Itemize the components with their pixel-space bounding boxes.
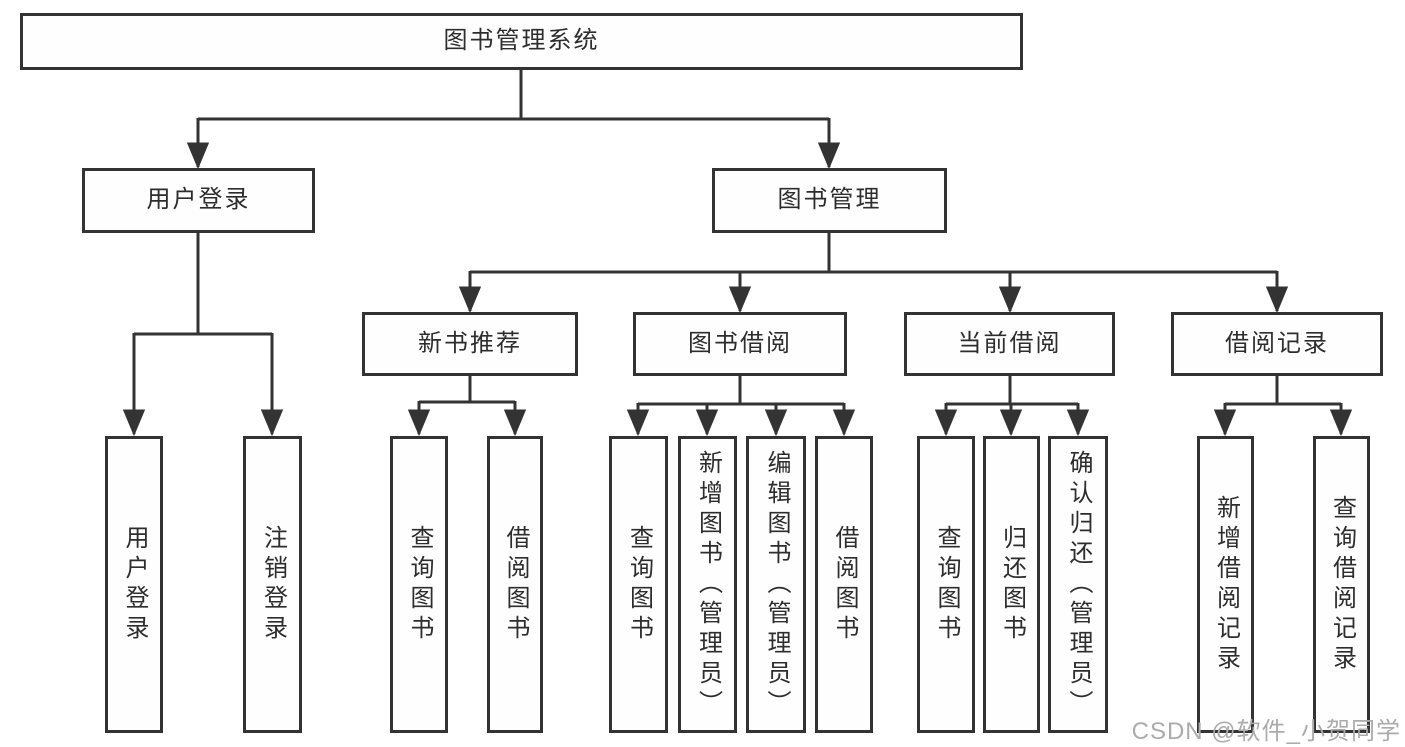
leaf-return-books: 归还图书 (983, 436, 1040, 733)
node-borrowing-records: 借阅记录 (1171, 312, 1383, 376)
wire-userlogin-trunk (134, 231, 272, 336)
wire-root-trunk (198, 70, 829, 121)
wire-borrowing-trunk (638, 376, 844, 406)
node-library-system: 图书管理系统 (20, 13, 1023, 70)
wire-records-trunk (1225, 376, 1341, 406)
leaf-query-books-current: 查询图书 (917, 436, 975, 733)
node-new-book-recommend: 新书推荐 (362, 312, 578, 376)
leaf-add-borrow-record: 新增借阅记录 (1197, 436, 1254, 733)
leaf-query-borrow-record: 查询借阅记录 (1313, 436, 1370, 733)
node-current-borrowing: 当前借阅 (904, 312, 1115, 376)
wire-recommend-trunk (419, 376, 515, 404)
leaf-logout: 注销登录 (243, 436, 302, 733)
leaf-borrow-books-borrowing: 借阅图书 (815, 436, 873, 733)
leaf-user-login: 用户登录 (105, 436, 163, 733)
wire-bookmgmt-trunk (470, 231, 1277, 274)
node-book-management: 图书管理 (712, 168, 947, 233)
wire-current-trunk (946, 376, 1078, 406)
leaf-edit-book-admin: 编辑图书（管理员） (746, 436, 806, 733)
leaf-confirm-return-admin: 确认归还（管理员） (1048, 436, 1108, 733)
node-book-borrowing: 图书借阅 (633, 312, 847, 376)
leaf-query-books-borrowing: 查询图书 (609, 436, 668, 733)
leaf-query-books-recommend: 查询图书 (390, 436, 448, 733)
leaf-add-book-admin: 新增图书（管理员） (678, 436, 737, 733)
watermark: CSDN @软件_小贺同学 (1131, 718, 1401, 745)
leaf-borrow-books-recommend: 借阅图书 (487, 436, 543, 733)
node-user-login: 用户登录 (82, 168, 315, 233)
